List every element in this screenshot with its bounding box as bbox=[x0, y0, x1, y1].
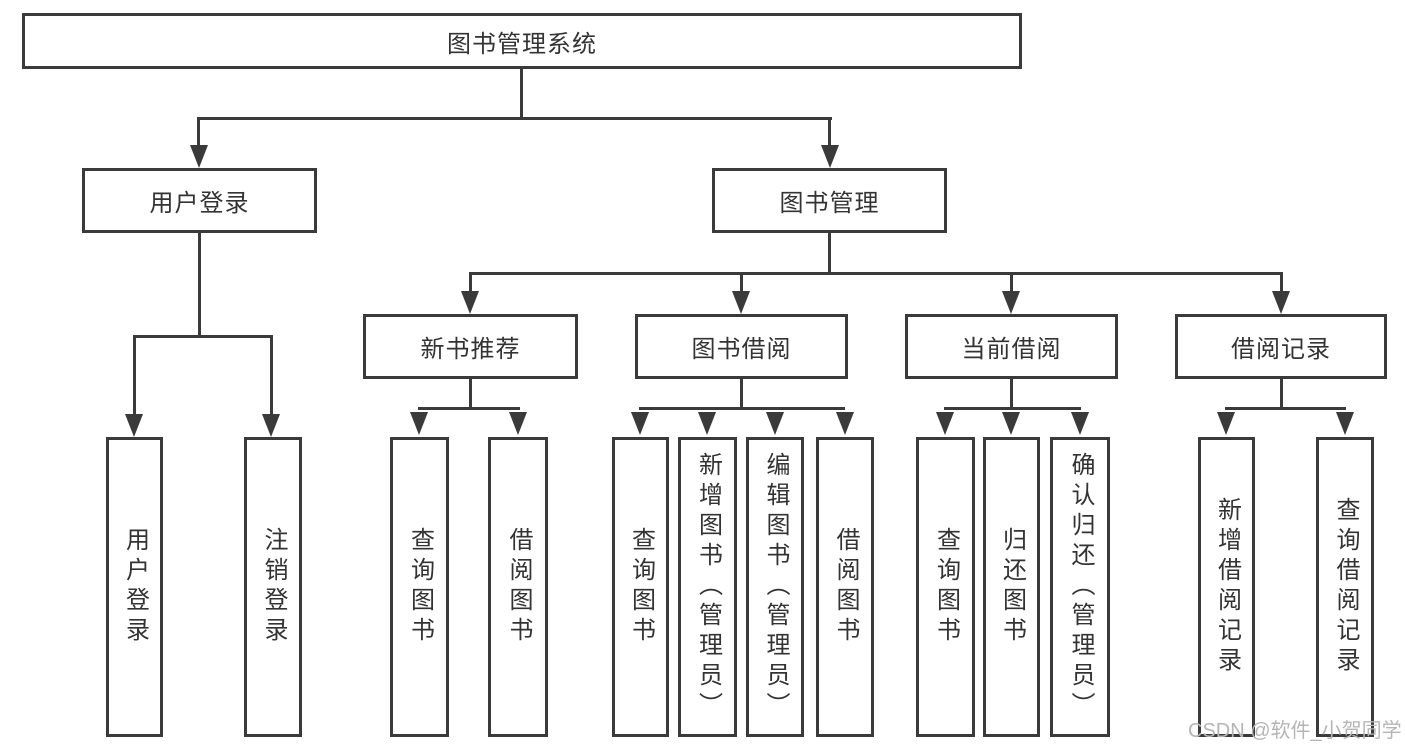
node-borrowing-records: 借阅记录 bbox=[1175, 314, 1387, 379]
node-leaf-user-login: 用户登录 bbox=[106, 437, 163, 737]
connector-line bbox=[469, 272, 1283, 275]
connector-line bbox=[197, 117, 832, 120]
node-leaf-add-borrow-record: 新增借阅记录 bbox=[1198, 437, 1255, 737]
node-leaf-query-borrow-record: 查询借阅记录 bbox=[1316, 437, 1374, 737]
node-leaf-add-book-admin: 新增图书（管理员） bbox=[678, 437, 737, 737]
connector-line bbox=[133, 335, 273, 338]
node-label: 查询图书 bbox=[932, 527, 960, 647]
arrowhead-down-icon bbox=[766, 412, 784, 435]
arrowhead-down-icon bbox=[190, 145, 208, 168]
node-label: 新增借阅记录 bbox=[1213, 497, 1241, 677]
node-label: 查询图书 bbox=[406, 527, 434, 647]
arrowhead-down-icon bbox=[1272, 291, 1290, 314]
node-label: 借阅图书 bbox=[505, 527, 532, 647]
connector-line bbox=[1225, 407, 1346, 410]
connector-line bbox=[828, 117, 831, 148]
node-label: 借阅图书 bbox=[832, 527, 859, 647]
node-label: 图书借阅 bbox=[691, 336, 792, 363]
node-label: 新书推荐 bbox=[420, 336, 521, 363]
arrowhead-down-icon bbox=[125, 414, 143, 437]
connector-line bbox=[133, 335, 136, 415]
node-label: 确认归还（管理员） bbox=[1067, 452, 1094, 722]
arrowhead-down-icon bbox=[410, 412, 428, 435]
arrowhead-down-icon bbox=[461, 291, 479, 314]
arrowhead-down-icon bbox=[509, 412, 527, 435]
node-label: 注销登录 bbox=[260, 527, 287, 647]
node-leaf-borrow-books: 借阅图书 bbox=[488, 437, 548, 737]
node-label: 归还图书 bbox=[998, 527, 1026, 647]
arrowhead-down-icon bbox=[1002, 291, 1020, 314]
connector-line bbox=[1010, 272, 1013, 292]
arrowhead-down-icon bbox=[836, 412, 854, 435]
node-book-borrowing: 图书借阅 bbox=[635, 314, 848, 379]
connector-line bbox=[740, 272, 743, 292]
arrowhead-down-icon bbox=[732, 291, 750, 314]
node-user-login: 用户登录 bbox=[82, 168, 317, 233]
connector-line bbox=[418, 407, 520, 410]
arrowhead-down-icon bbox=[1217, 412, 1235, 435]
connector-line bbox=[944, 407, 1081, 410]
node-label: 当前借阅 bbox=[961, 336, 1062, 363]
connector-line bbox=[1280, 379, 1283, 410]
node-new-book-recommendation: 新书推荐 bbox=[363, 314, 578, 379]
arrowhead-down-icon bbox=[821, 145, 839, 168]
node-label: 用户登录 bbox=[121, 527, 149, 647]
node-current-borrowing: 当前借阅 bbox=[905, 314, 1118, 379]
connector-line bbox=[197, 117, 200, 148]
node-library-management-system: 图书管理系统 bbox=[22, 13, 1022, 69]
arrowhead-down-icon bbox=[1002, 412, 1020, 435]
node-leaf-query-books: 查询图书 bbox=[390, 437, 449, 737]
connector-line bbox=[469, 272, 472, 292]
connector-line bbox=[198, 233, 201, 335]
node-label: 编辑图书（管理员） bbox=[762, 452, 789, 722]
arrowhead-down-icon bbox=[936, 412, 954, 435]
csdn-watermark: CSDN @软件_小贺同学 bbox=[1188, 720, 1402, 742]
node-label: 图书管理系统 bbox=[447, 30, 597, 58]
node-label: 图书管理 bbox=[779, 190, 880, 217]
connector-line bbox=[1280, 272, 1283, 292]
node-book-management: 图书管理 bbox=[712, 168, 947, 233]
connector-line bbox=[1010, 379, 1013, 410]
node-leaf-borrow-books: 借阅图书 bbox=[816, 437, 874, 737]
node-leaf-query-books: 查询图书 bbox=[612, 437, 669, 737]
connector-line bbox=[639, 407, 845, 410]
arrowhead-down-icon bbox=[631, 412, 649, 435]
connector-line bbox=[740, 379, 743, 410]
node-leaf-confirm-return-admin: 确认归还（管理员） bbox=[1050, 437, 1110, 737]
arrowhead-down-icon bbox=[1336, 412, 1354, 435]
node-leaf-return-books: 归还图书 bbox=[983, 437, 1040, 737]
arrowhead-down-icon bbox=[1071, 412, 1089, 435]
connector-line bbox=[270, 335, 273, 415]
node-label: 查询图书 bbox=[627, 527, 655, 647]
node-label: 查询借阅记录 bbox=[1332, 497, 1359, 677]
node-leaf-logout: 注销登录 bbox=[244, 437, 302, 737]
node-leaf-query-books: 查询图书 bbox=[916, 437, 975, 737]
node-label: 借阅记录 bbox=[1231, 336, 1331, 363]
node-label: 用户登录 bbox=[149, 190, 250, 217]
connector-line bbox=[520, 69, 523, 119]
arrowhead-down-icon bbox=[262, 414, 280, 437]
connector-line bbox=[469, 379, 472, 410]
arrowhead-down-icon bbox=[698, 412, 716, 435]
node-leaf-edit-book-admin: 编辑图书（管理员） bbox=[746, 437, 804, 737]
node-label: 新增图书（管理员） bbox=[694, 452, 722, 722]
connector-line bbox=[828, 233, 831, 272]
